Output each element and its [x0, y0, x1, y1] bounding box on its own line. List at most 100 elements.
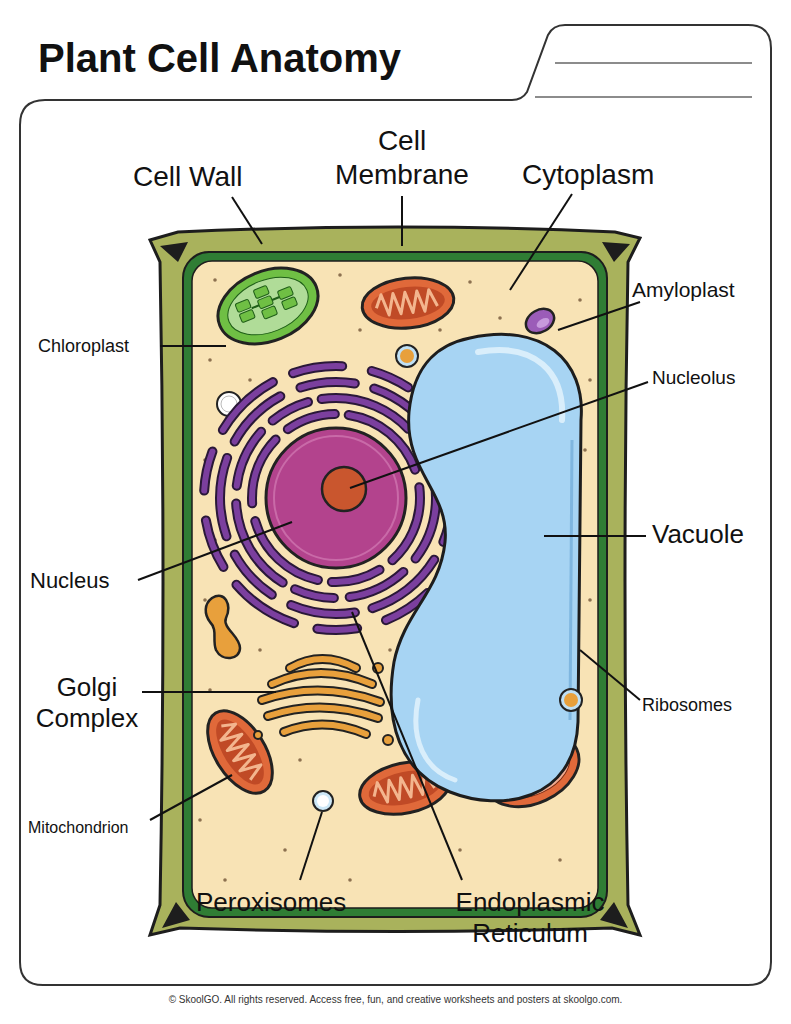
ribosome-dots [223, 878, 227, 882]
golgi-complex [284, 724, 366, 734]
part-label: Golgi Complex [22, 672, 152, 734]
vacuole [570, 440, 572, 720]
golgi-complex [262, 690, 380, 702]
part-label: Chloroplast [38, 335, 168, 358]
peroxisome [564, 693, 578, 707]
page-frame [555, 62, 752, 64]
nucleolus [322, 467, 366, 511]
leader-line [138, 522, 292, 580]
ribosome-dots [583, 448, 587, 452]
page-title: Plant Cell Anatomy [38, 34, 401, 82]
leader-line [558, 302, 640, 330]
cell-wall [150, 227, 640, 935]
mitochondrion [360, 273, 457, 332]
leader-line [138, 194, 648, 880]
leader-line [580, 650, 640, 700]
part-label: Endoplasmic Reticulum [420, 887, 640, 949]
vacuole [391, 334, 581, 801]
endoplasmic-reticulum [252, 414, 420, 582]
ribosome-dots [558, 858, 562, 862]
golgi-complex [254, 731, 262, 739]
ribosome-dots [588, 598, 592, 602]
vacuole [478, 350, 562, 420]
amyloplast [535, 316, 551, 330]
golgi-complex [290, 659, 356, 668]
leader-line [401, 196, 403, 246]
golgi-complex [272, 673, 372, 684]
ribosome-dots [358, 328, 362, 332]
cell-wall [150, 227, 640, 935]
golgi-complex [290, 659, 356, 668]
leader-line [150, 775, 232, 820]
endoplasmic-reticulum [236, 398, 436, 598]
ribosome-dots [283, 848, 287, 852]
golgi-complex [268, 707, 378, 718]
mitochondrion [194, 273, 456, 822]
leader-line [160, 345, 226, 347]
endoplasmic-reticulum [252, 414, 420, 582]
ribosome-dots [248, 378, 252, 382]
ribosome-dots [213, 278, 217, 282]
ribosome-dots [198, 818, 202, 822]
cell-membrane [192, 261, 598, 908]
nucleus [266, 428, 406, 568]
part-label: Nucleus [30, 567, 160, 595]
ribosome-dots [458, 848, 462, 852]
leader-line [350, 382, 648, 488]
part-label: Vacuole [652, 519, 787, 550]
peroxisome [560, 689, 582, 711]
golgi-complex [383, 735, 393, 745]
ribosome-dots [578, 298, 582, 302]
ribosome-dots [438, 328, 442, 332]
ribosome-dots [298, 758, 302, 762]
peroxisome [313, 791, 333, 811]
chloroplast [207, 254, 330, 358]
ribosome-dots [258, 648, 262, 652]
orange-vesicle [206, 596, 240, 658]
peroxisome [313, 689, 582, 811]
golgi-complex [254, 659, 393, 745]
page-frame [20, 25, 771, 985]
copyright-note: © SkoolGO. All rights reserved. Access f… [0, 994, 791, 1007]
leader-line [544, 535, 646, 537]
part-label: Amyloplast [632, 277, 782, 303]
part-label: Cytoplasm [522, 158, 722, 192]
part-label: Peroxisomes [196, 887, 396, 918]
part-label: Ribosomes [642, 694, 782, 717]
part-label: Cell Wall [133, 160, 303, 194]
peroxisome [317, 795, 329, 807]
chloroplast [207, 254, 330, 358]
nucleolus [322, 467, 366, 511]
golgi-complex [284, 724, 366, 734]
vesicle [400, 349, 414, 363]
cell-wall [160, 242, 630, 928]
leader-line [300, 812, 322, 880]
leader-line [510, 194, 572, 290]
vacuole [391, 334, 581, 801]
ribosome-dots [208, 358, 212, 362]
golgi-complex [272, 673, 372, 684]
golgi-complex [268, 707, 378, 718]
part-label: Mitochondrion [28, 818, 168, 838]
ribosome-dots [468, 280, 472, 284]
ribosome-dots [498, 316, 502, 320]
nucleus [266, 428, 406, 568]
nucleus [274, 436, 398, 560]
cell-membrane [183, 252, 607, 917]
amyloplast [522, 304, 559, 338]
leader-line [352, 612, 462, 880]
ribosome-dots [203, 598, 207, 602]
golgi-complex [262, 690, 380, 702]
endoplasmic-reticulum [236, 398, 436, 598]
leader-line [232, 197, 262, 244]
part-label: Cell Membrane [317, 124, 487, 191]
page-frame [20, 25, 771, 985]
orange-vesicle [206, 596, 240, 658]
ribosome-dots [338, 273, 342, 277]
ribosome-dots [588, 378, 592, 382]
ribosome-dots [388, 648, 392, 652]
ribosome-dots [348, 878, 352, 882]
leader-line [142, 691, 276, 693]
vacuole [416, 700, 455, 780]
